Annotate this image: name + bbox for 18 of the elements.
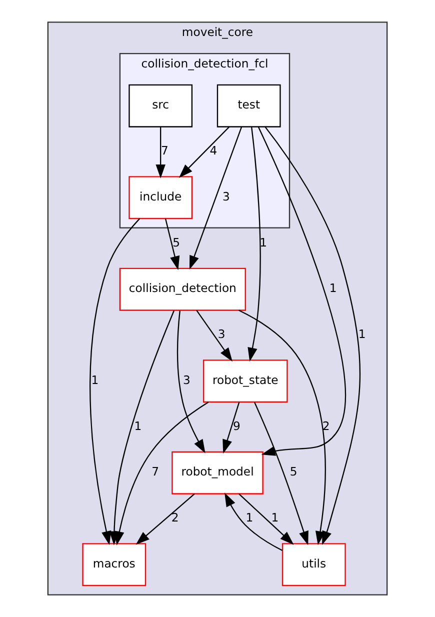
edge-label: 1 xyxy=(271,510,279,525)
edge-label: 5 xyxy=(290,464,298,479)
edge-label: 5 xyxy=(172,235,180,250)
edge-label: 7 xyxy=(160,144,168,158)
edge-label: 1 xyxy=(134,418,142,433)
edge-label: 2 xyxy=(171,510,179,525)
edge-label: 1 xyxy=(260,235,268,250)
edge-label: 2 xyxy=(322,418,330,433)
edge-label: 3 xyxy=(222,189,230,204)
edge-label: 1 xyxy=(91,372,99,387)
edge-label: 7 xyxy=(152,464,160,479)
edge-label: 1 xyxy=(329,281,337,296)
edge-label: 4 xyxy=(210,144,218,158)
edge-label: 9 xyxy=(232,418,240,433)
edge-label: 3 xyxy=(183,372,190,387)
edge-label: 3 xyxy=(218,327,226,342)
edge-label: 1 xyxy=(246,510,254,525)
edge-label: 1 xyxy=(358,327,366,342)
